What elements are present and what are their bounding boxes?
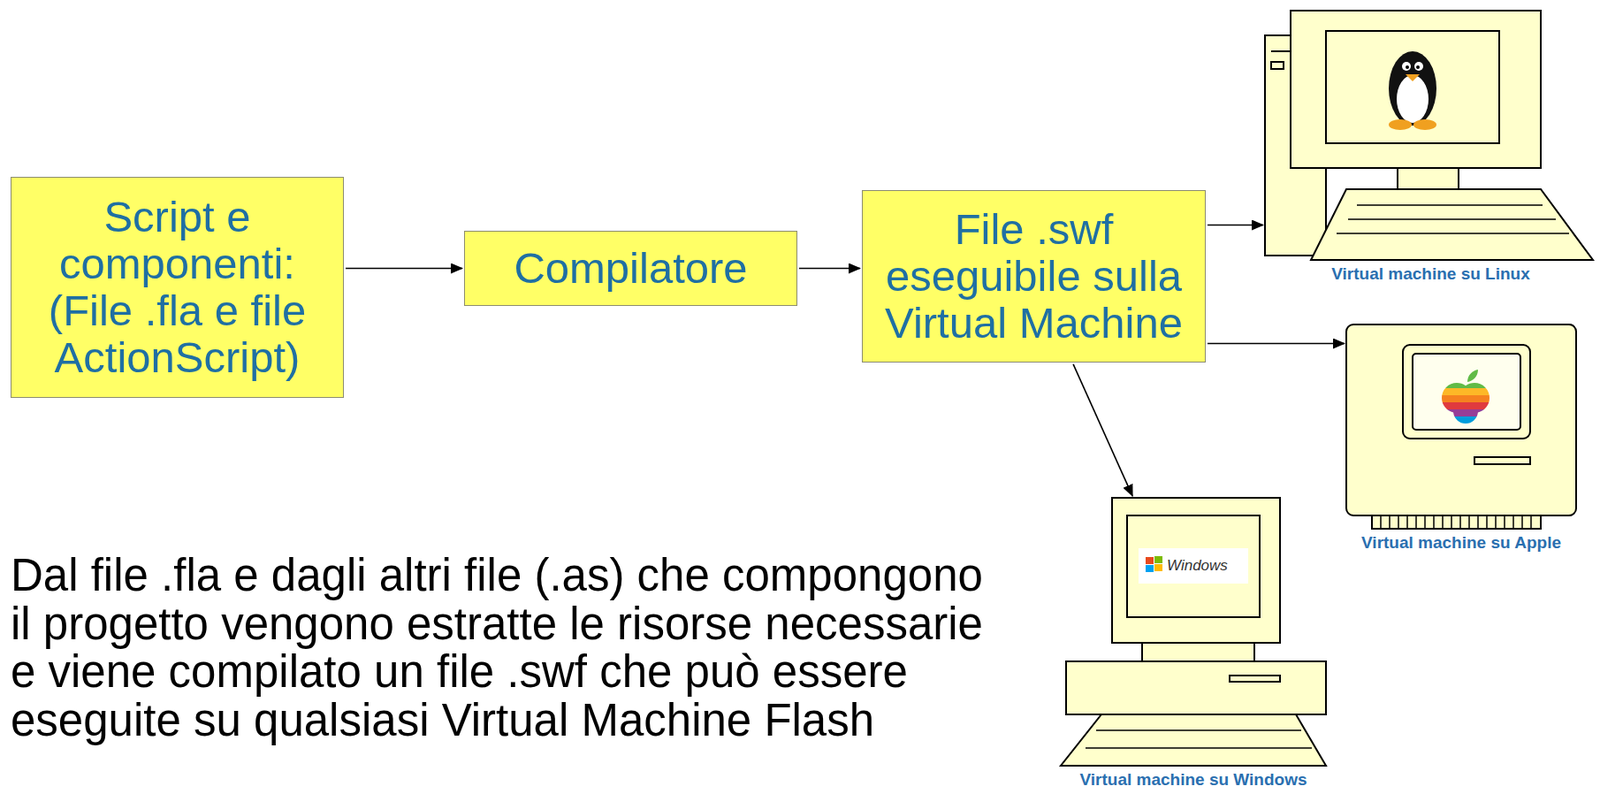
linux-computer (1264, 10, 1593, 260)
computer-caption: Virtual machine su Apple (1361, 533, 1562, 553)
box-label: Script e componenti: (File .fla e file A… (24, 193, 330, 381)
windows-computer (1060, 497, 1326, 766)
apple-logo (1439, 380, 1493, 427)
flow-arrow (799, 267, 861, 270)
computer-caption: Virtual machine su Linux (1331, 264, 1531, 284)
apple-computer (1346, 324, 1577, 529)
process-box: Compilatore (464, 230, 798, 306)
process-box: Script e componenti: (File .fla e file A… (10, 176, 344, 398)
computer-node: Virtual machine su Apple (1346, 324, 1577, 529)
description-text: Dal file .fla e dagli altri file (.as) c… (10, 551, 1006, 745)
computer-node: Virtual machine su Windows (1060, 497, 1326, 766)
flow-arrow (1207, 224, 1264, 227)
flow-arrow (345, 267, 463, 270)
logo-text: Windows (1166, 556, 1228, 575)
windows-flag (1145, 556, 1163, 572)
computer-node: Virtual machine su Linux (1264, 10, 1597, 260)
computer-caption: Virtual machine su Windows (1079, 769, 1307, 790)
flow-arrow (1073, 364, 1133, 496)
flow-arrow (1207, 342, 1345, 345)
process-box: File .swf eseguibile sulla Virtual Machi… (861, 190, 1206, 363)
box-label: File .swf eseguibile sulla Virtual Machi… (871, 205, 1197, 347)
tux-logo (1388, 51, 1437, 130)
windows-logo-ground (1138, 548, 1249, 584)
box-label: Compilatore (513, 244, 747, 292)
